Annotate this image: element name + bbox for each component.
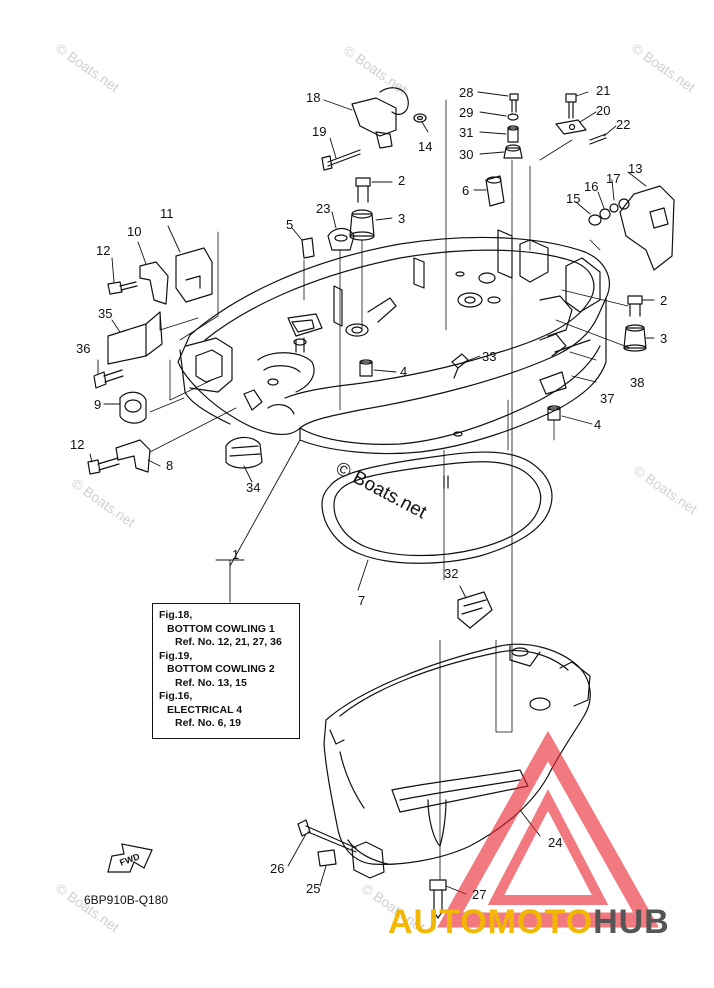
part-number-15: 15 <box>566 191 581 206</box>
part-number-27: 27 <box>472 887 487 902</box>
small-parts <box>87 87 675 919</box>
part-number-31: 31 <box>459 125 474 140</box>
part-number-32: 32 <box>444 566 459 581</box>
part-number-5: 5 <box>286 217 294 232</box>
reference-notes-box: Fig.18, BOTTOM COWLING 1 Ref. No. 12, 21… <box>152 603 300 739</box>
note-fig18: Fig.18, <box>159 609 193 621</box>
bottom-cowling-upper <box>177 229 610 455</box>
brand-logo-part-a: AUTOMOTO <box>388 903 594 941</box>
part-number-20: 20 <box>596 103 611 118</box>
part-number-7: 7 <box>358 593 366 608</box>
note-fig16-title: ELECTRICAL 4 <box>167 703 243 716</box>
part-number-13: 13 <box>628 161 643 176</box>
fwd-arrow-icon <box>107 843 153 873</box>
note-fig19-title: BOTTOM COWLING 2 <box>167 663 275 675</box>
part-number-36: 36 <box>76 341 91 356</box>
diagram-code: 6BP910B-Q180 <box>84 893 169 907</box>
brand-logo: AUTOMOTOHUB <box>388 905 670 939</box>
alignment-lines <box>149 99 631 881</box>
part-number-17: 17 <box>606 171 621 186</box>
part-number-2-upper: 2 <box>398 173 406 188</box>
note-fig19: Fig.19, <box>159 649 193 662</box>
note-fig19-ref: Ref. No. 13, 15 <box>175 676 247 689</box>
brand-logo-part-b: HUB <box>593 903 670 941</box>
brand-triangle-icon <box>437 730 659 928</box>
part-number-35: 35 <box>98 306 113 321</box>
part-number-10: 10 <box>127 224 142 239</box>
part-number-3-upper: 3 <box>398 211 406 226</box>
part-number-19: 19 <box>312 124 327 139</box>
note-fig16: Fig.16, <box>159 690 193 702</box>
part-number-4-right: 4 <box>594 417 602 432</box>
part-number-34: 34 <box>246 480 261 495</box>
part-number-12-upper: 12 <box>96 243 111 258</box>
part-number-30: 30 <box>459 147 474 162</box>
part-number-25: 25 <box>306 881 321 896</box>
part-number-28: 28 <box>459 85 474 100</box>
part-number-1: 1 <box>232 547 240 562</box>
part-number-8: 8 <box>166 458 174 473</box>
part-number-14: 14 <box>418 139 433 154</box>
part-number-22: 22 <box>616 117 631 132</box>
part-number-29: 29 <box>459 105 474 120</box>
part-number-2-right: 2 <box>660 293 668 308</box>
part-number-6: 6 <box>462 183 470 198</box>
note-fig16-ref: Ref. No. 6, 19 <box>175 717 241 729</box>
part-number-16: 16 <box>584 179 599 194</box>
part-number-33: 33 <box>482 349 497 364</box>
part-number-24: 24 <box>548 835 563 850</box>
part-number-26: 26 <box>270 861 285 876</box>
part-number-37: 37 <box>600 391 615 406</box>
part-number-11: 11 <box>160 206 174 221</box>
part-number-12-lower: 12 <box>70 437 85 452</box>
part-number-18: 18 <box>306 90 321 105</box>
part-number-4-center: 4 <box>400 364 408 379</box>
part-number-21: 21 <box>596 83 611 98</box>
note-fig18-ref: Ref. No. 12, 21, 27, 36 <box>175 636 282 648</box>
part-number-3-right: 3 <box>660 331 668 346</box>
leader-lines <box>89 91 655 895</box>
part-number-38: 38 <box>630 375 645 390</box>
part-number-23: 23 <box>316 201 331 216</box>
note-fig18-title: BOTTOM COWLING 1 <box>167 622 275 635</box>
part-number-9: 9 <box>94 397 102 412</box>
